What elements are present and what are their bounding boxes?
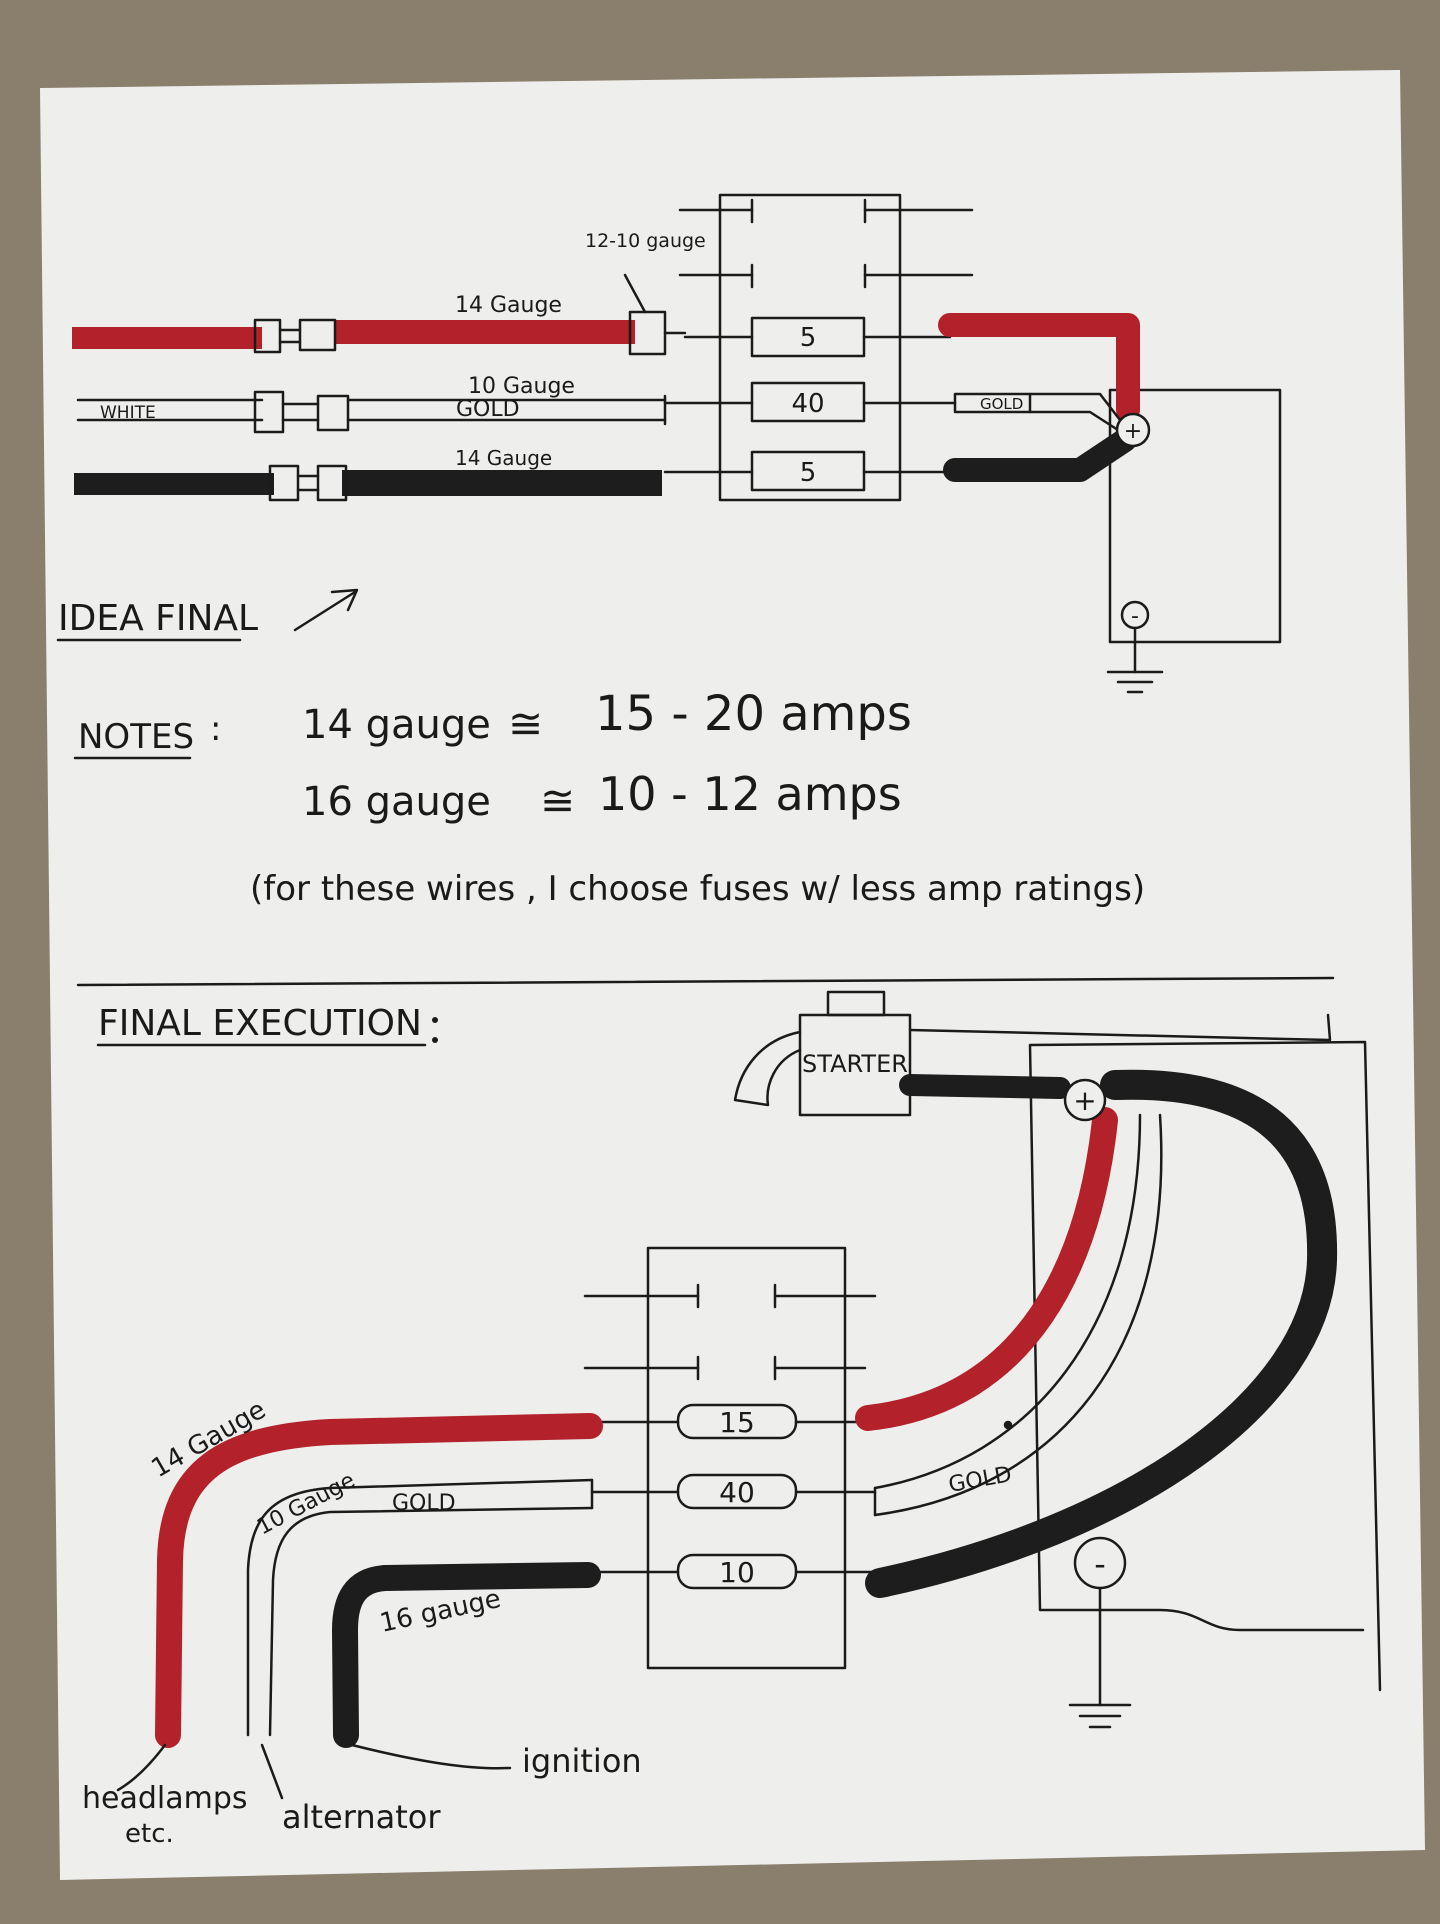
bottom-fuse-3 bbox=[588, 1553, 882, 1590]
note-3: (for these wires , I choose fuses w/ les… bbox=[250, 869, 1145, 909]
idea-final-arrow-icon bbox=[293, 588, 359, 632]
top-white-wire bbox=[76, 390, 667, 434]
top-positive-terminal bbox=[1115, 412, 1151, 448]
headlamps-etc-label: etc. bbox=[125, 1819, 174, 1849]
top-fuse-box bbox=[718, 193, 902, 502]
notes-colon: : bbox=[210, 709, 221, 749]
label-gold-bottom-left: GOLD bbox=[392, 1491, 456, 1516]
top-relay-stubs bbox=[678, 198, 974, 289]
top-red-wire-left bbox=[72, 327, 262, 349]
bottom-fuse-1-rating: 15 bbox=[719, 1406, 755, 1439]
note-1-approx: ≅ bbox=[508, 699, 543, 748]
bottom-gold-wire-right bbox=[873, 1113, 1163, 1517]
bottom-fuse-box bbox=[646, 1246, 847, 1670]
top-black-wire-right bbox=[943, 428, 1137, 482]
top-minus-sign: - bbox=[1131, 604, 1139, 629]
bottom-fuse-3-rating: 10 bbox=[719, 1556, 755, 1589]
starter-cable bbox=[733, 1030, 802, 1107]
label-12-10-gauge: 12-10 gauge bbox=[585, 230, 706, 252]
label-10-gauge: 10 Gauge bbox=[468, 374, 575, 399]
note-1-gauge: 14 gauge bbox=[302, 702, 491, 748]
bottom-red-wire-left bbox=[155, 1413, 603, 1748]
starter-label: STARTER bbox=[802, 1050, 908, 1078]
notes-title: NOTES bbox=[78, 717, 194, 757]
label-gold-top-right: GOLD bbox=[980, 395, 1023, 413]
bottom-positive-terminal bbox=[1063, 1078, 1107, 1122]
label-14-gauge-black: 14 Gauge bbox=[455, 446, 552, 470]
starter-top-lead bbox=[908, 1013, 1332, 1042]
note-1-amps: 15 - 20 amps bbox=[595, 686, 912, 742]
top-red-connector bbox=[253, 318, 337, 354]
top-red-wire-mid bbox=[335, 320, 635, 344]
note-2-approx: ≅ bbox=[540, 776, 575, 825]
bottom-white-wire-left bbox=[246, 1478, 594, 1737]
bottom-battery-box bbox=[1028, 1040, 1382, 1692]
note-2-gauge: 16 gauge bbox=[302, 779, 491, 825]
alternator-leader bbox=[260, 1743, 284, 1800]
bottom-fuse-1 bbox=[590, 1403, 870, 1440]
top-gold-wire-right bbox=[953, 392, 1122, 432]
note-2-amps: 10 - 12 amps bbox=[598, 767, 902, 821]
top-red-wire-right bbox=[938, 313, 1140, 422]
top-fuse-1 bbox=[683, 316, 952, 358]
bottom-black-wire-right bbox=[865, 1069, 1338, 1598]
notes-section: NOTES : 14 gauge ≅ 15 - 20 amps 16 gauge… bbox=[78, 686, 1145, 909]
bottom-black-wire-left bbox=[332, 1562, 601, 1748]
bottom-ground-symbol bbox=[1068, 1586, 1132, 1729]
top-plus-sign: + bbox=[1124, 419, 1142, 444]
top-fuse-1-rating: 5 bbox=[800, 323, 817, 353]
top-diagram bbox=[56, 193, 1282, 694]
headlamps-label: headlamps bbox=[82, 1781, 248, 1816]
top-fuse-3-rating: 5 bbox=[800, 458, 817, 488]
top-red-end-connector bbox=[623, 273, 687, 356]
top-labels: 12-10 gauge 14 Gauge 10 Gauge GOLD 14 Ga… bbox=[58, 230, 1142, 639]
bottom-minus-sign: - bbox=[1094, 1545, 1106, 1583]
final-execution-colon-bottom bbox=[432, 1037, 438, 1043]
top-black-wire-mid bbox=[342, 470, 662, 496]
ignition-leader bbox=[350, 1743, 512, 1770]
ignition-label: ignition bbox=[522, 1742, 642, 1780]
bottom-relay-stubs bbox=[583, 1283, 877, 1381]
top-fuse-2-rating: 40 bbox=[791, 389, 824, 419]
section-divider bbox=[76, 976, 1335, 987]
final-execution-colon-top bbox=[432, 1017, 438, 1023]
top-battery-box bbox=[1108, 388, 1282, 644]
top-ground-symbol bbox=[1106, 626, 1164, 694]
bottom-red-wire-right bbox=[855, 1107, 1118, 1431]
bottom-fuse-2 bbox=[590, 1473, 877, 1510]
top-fuse-2 bbox=[663, 381, 957, 423]
idea-final-label: IDEA FINAL bbox=[58, 598, 258, 639]
ink-dot bbox=[1003, 1420, 1013, 1430]
alternator-label: alternator bbox=[282, 1798, 441, 1836]
top-black-connector bbox=[268, 464, 348, 502]
top-fuse-3 bbox=[663, 450, 957, 492]
bottom-black-wire-starter bbox=[899, 1074, 1071, 1099]
bottom-plus-sign: + bbox=[1073, 1084, 1096, 1117]
label-gold-top: GOLD bbox=[456, 397, 520, 422]
bottom-fuse-2-rating: 40 bbox=[719, 1476, 755, 1509]
bottom-diagram bbox=[116, 990, 1382, 1800]
final-execution-title: FINAL EXECUTION bbox=[98, 1003, 422, 1044]
label-14-gauge-red: 14 Gauge bbox=[455, 293, 562, 318]
label-white: WHITE bbox=[100, 403, 156, 423]
starter-cap bbox=[826, 990, 886, 1017]
top-black-wire-left bbox=[74, 473, 274, 495]
headlamps-leader bbox=[116, 1743, 167, 1792]
